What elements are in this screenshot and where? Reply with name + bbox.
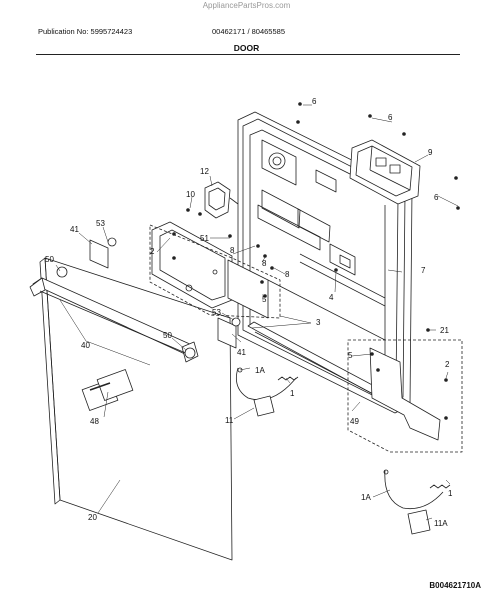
callout-10: 10 bbox=[186, 190, 195, 199]
callout-49: 49 bbox=[350, 417, 359, 426]
detail-box-right bbox=[347, 339, 463, 453]
control-module bbox=[349, 139, 421, 205]
bracket-41-upper bbox=[89, 239, 109, 269]
cable-retainer-upper bbox=[253, 395, 275, 417]
callout-41: 41 bbox=[237, 348, 246, 357]
callout-6: 6 bbox=[388, 113, 393, 122]
callout-50: 50 bbox=[163, 331, 172, 340]
callout-2: 2 bbox=[445, 360, 450, 369]
callout-11A: 11A bbox=[434, 519, 448, 528]
callout-53: 53 bbox=[212, 308, 221, 317]
header-rule bbox=[36, 54, 460, 55]
callout-5: 5 bbox=[348, 351, 353, 360]
callout-48: 48 bbox=[90, 417, 99, 426]
screws bbox=[172, 102, 460, 420]
hinge-bracket-left bbox=[151, 221, 269, 319]
callout-50: 50 bbox=[45, 255, 54, 264]
callout-8: 8 bbox=[230, 246, 235, 255]
callout-6: 6 bbox=[434, 193, 439, 202]
callout-21: 21 bbox=[440, 326, 449, 335]
callout-3: 3 bbox=[316, 318, 321, 327]
watermark-site: AppliancePartsPros.com bbox=[202, 1, 291, 10]
callout-labels: 6 6 6 9 12 10 53 41 2 51 8 8 8 50 5 4 7 … bbox=[45, 97, 453, 528]
end-cap-right bbox=[184, 347, 196, 359]
callout-1: 1 bbox=[448, 489, 453, 498]
door-handle bbox=[29, 277, 199, 363]
model-numbers: 00462171 / 80465585 bbox=[212, 27, 285, 36]
callout-8: 8 bbox=[285, 270, 290, 279]
diagram-code: B004621710A bbox=[429, 581, 481, 590]
end-cap-left bbox=[56, 266, 68, 278]
callout-41: 41 bbox=[70, 225, 79, 234]
publication-number: Publication No: 5995724423 bbox=[38, 27, 133, 36]
callout-7: 7 bbox=[421, 266, 426, 275]
spring-cable-lower bbox=[383, 469, 451, 510]
callout-11: 11 bbox=[225, 416, 234, 425]
callout-4: 4 bbox=[329, 293, 334, 302]
callout-40: 40 bbox=[81, 341, 90, 350]
callout-1: 1 bbox=[290, 389, 295, 398]
callout-20: 20 bbox=[88, 513, 97, 522]
label-card bbox=[81, 369, 134, 411]
door-latch bbox=[204, 181, 239, 219]
spring-cable-upper bbox=[235, 367, 299, 401]
callout-9: 9 bbox=[428, 148, 433, 157]
callout-6: 6 bbox=[312, 97, 317, 106]
outer-door-panel bbox=[39, 257, 233, 561]
cable-retainer-lower bbox=[407, 509, 431, 535]
bumper-53-upper bbox=[107, 237, 117, 247]
detail-box-left bbox=[149, 224, 281, 319]
callout-12: 12 bbox=[200, 167, 209, 176]
leader-lines bbox=[55, 104, 459, 521]
bracket-41-lower bbox=[217, 317, 237, 349]
callout-1A: 1A bbox=[255, 366, 265, 375]
bumper-53-lower bbox=[231, 317, 241, 327]
hinge-right bbox=[369, 347, 441, 441]
callout-5: 5 bbox=[262, 295, 267, 304]
callout-2: 2 bbox=[150, 247, 155, 256]
callout-51: 51 bbox=[200, 234, 209, 243]
callout-8: 8 bbox=[262, 259, 267, 268]
callout-53: 53 bbox=[96, 219, 105, 228]
callout-1A: 1A bbox=[361, 493, 371, 502]
page-title: DOOR bbox=[233, 43, 260, 53]
